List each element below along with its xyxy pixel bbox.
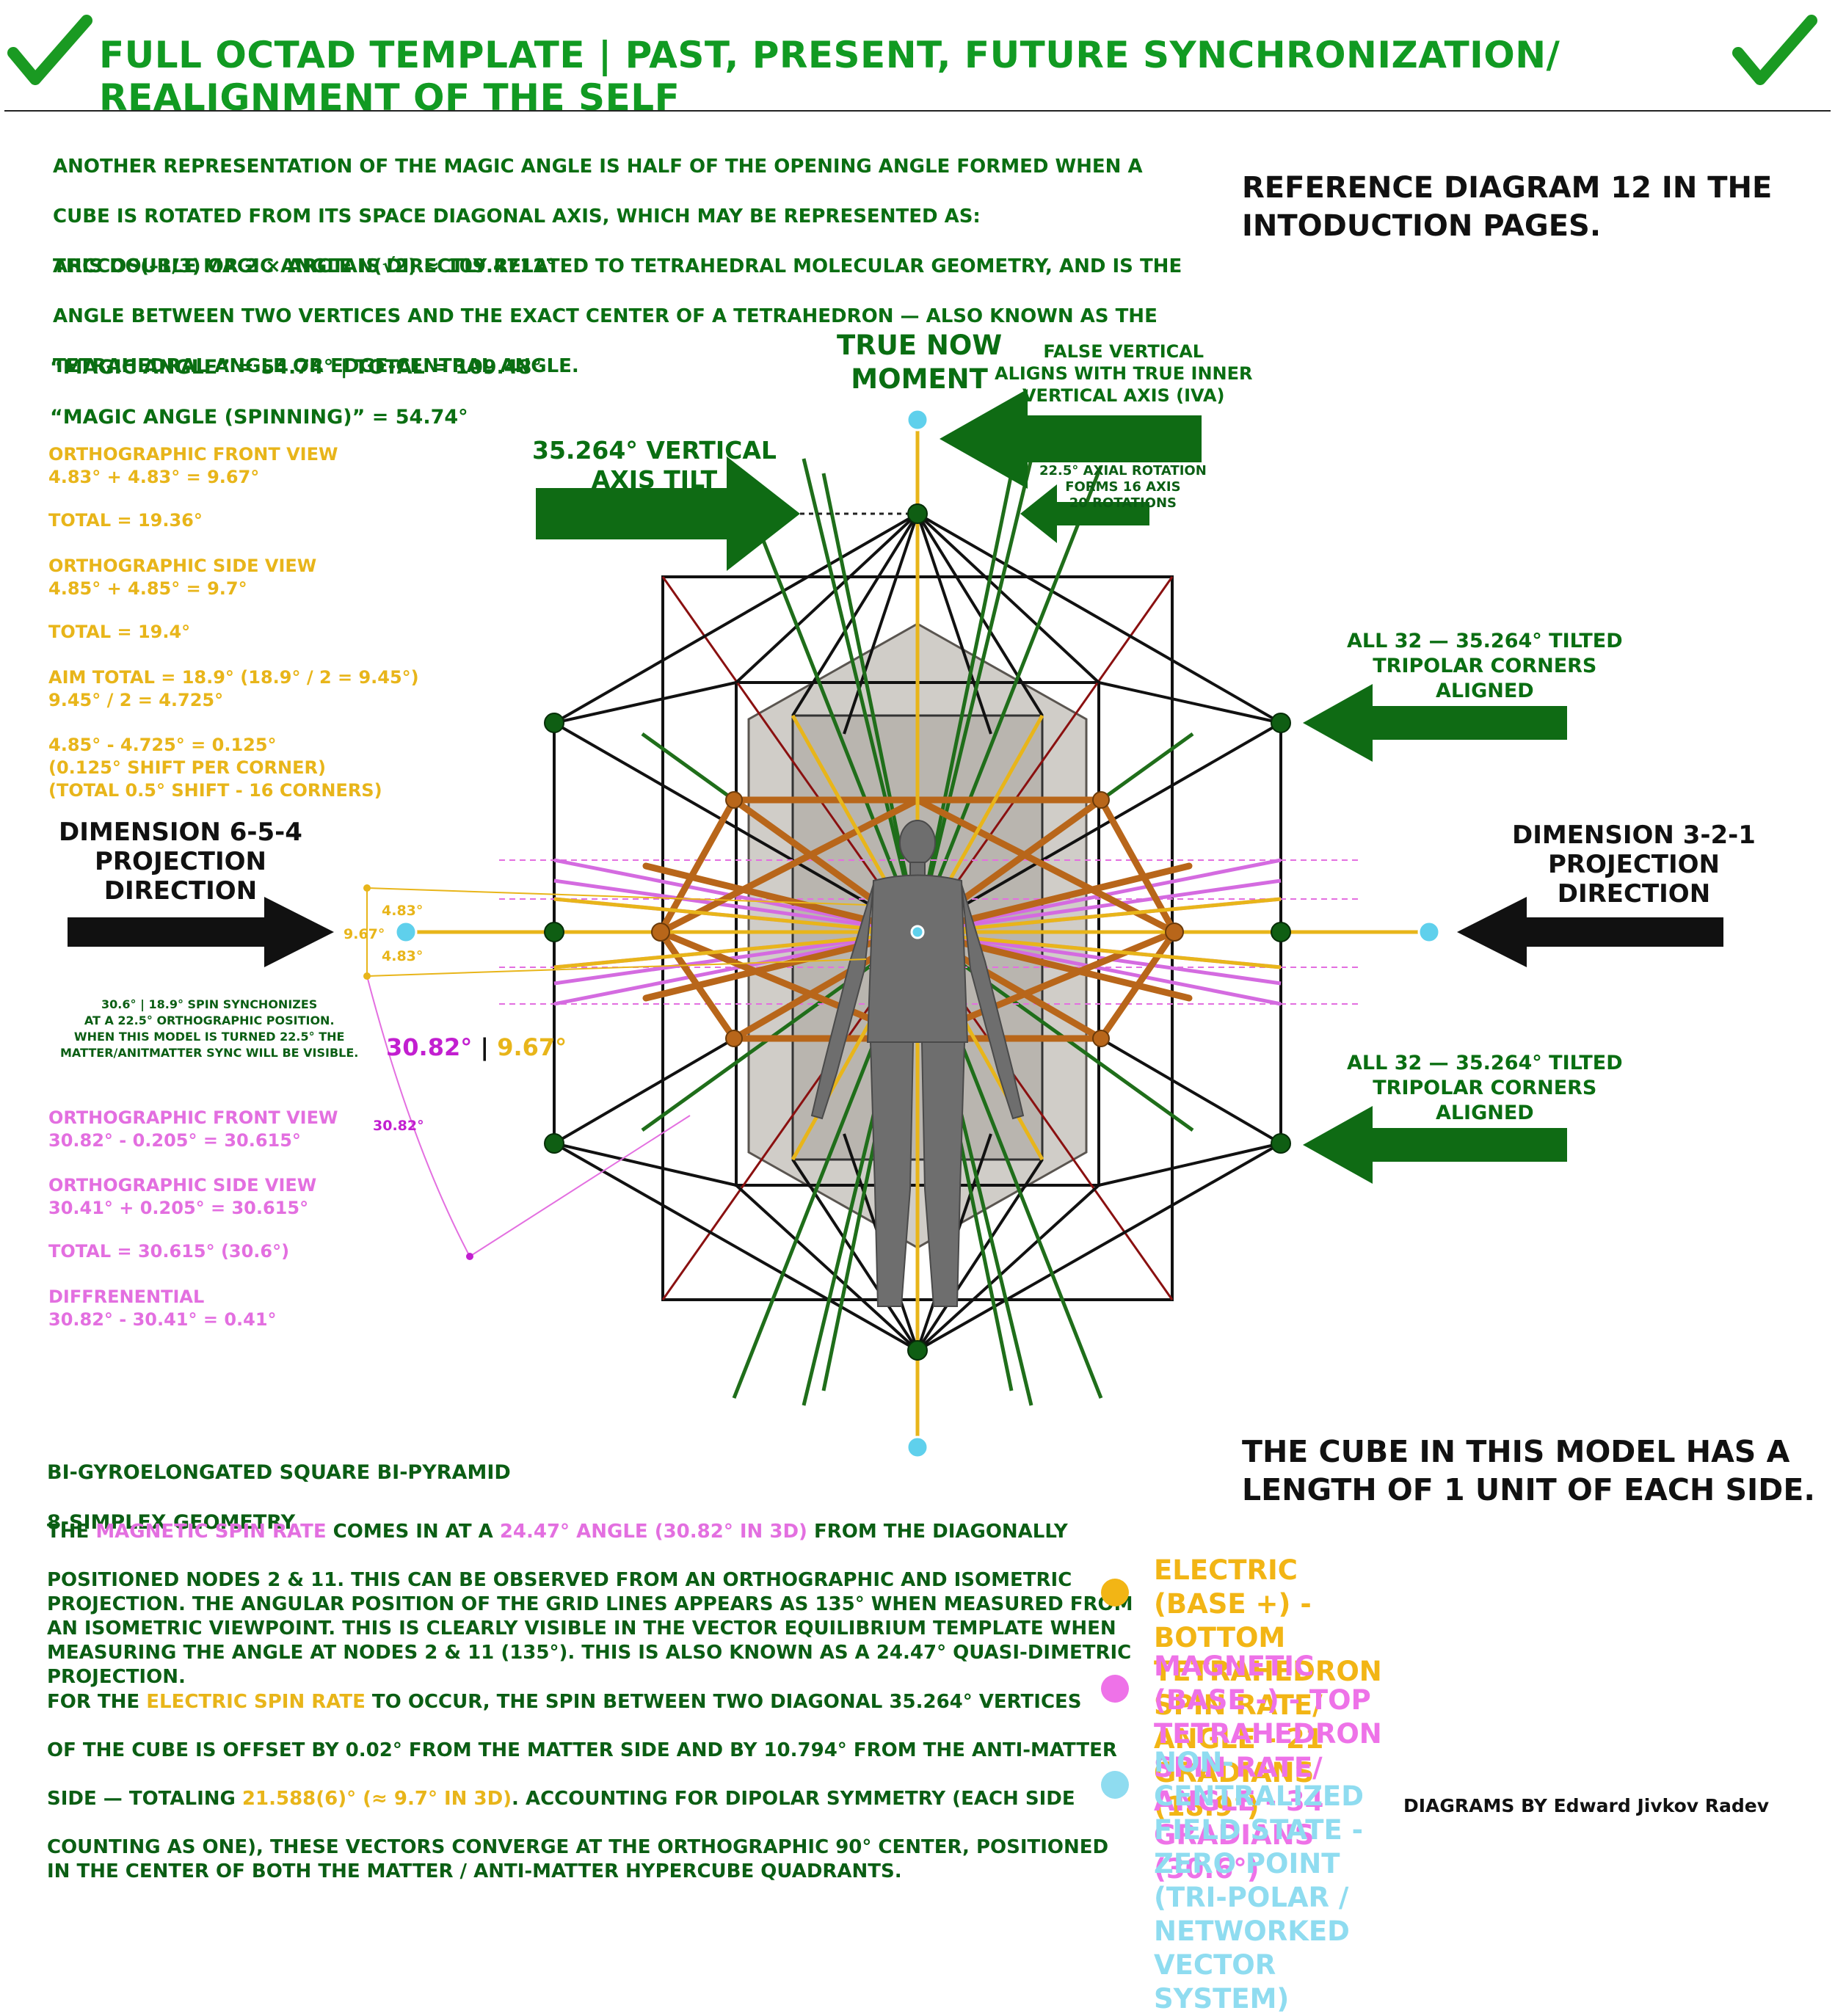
- title-divider: [4, 110, 1831, 112]
- yellow-note-front-view: ORTHOGRAPHIC FRONT VIEW 4.83° + 4.83° = …: [48, 444, 338, 487]
- yellow-note-total-2: TOTAL = 19.4°: [48, 622, 191, 642]
- yellow-note-shift: 4.85° - 4.725° = 0.125° (0.125° SHIFT PE…: [48, 735, 382, 801]
- label-true-now: TRUE NOW MOMENT: [837, 330, 1003, 395]
- label-axial-rotation: 22.5° AXIAL ROTATION FORMS 16 AXIS 20 RO…: [1039, 463, 1207, 511]
- checkmark-left-icon: [7, 15, 92, 85]
- bottom-paragraph-2: FOR THE ELECTRIC SPIN RATE TO OCCUR, THE…: [47, 1691, 1117, 1882]
- bottom-heading: BI-GYROELONGATED SQUARE BI-PYRAMID 8-SIM…: [47, 1461, 511, 1534]
- left-angle-construction: [363, 884, 867, 1260]
- label-tripolar-top: ALL 32 — 35.264° TILTED TRIPOLAR CORNERS…: [1347, 630, 1623, 702]
- angle-label-483-bottom: 4.83°: [382, 948, 424, 964]
- pink-note-differential: DIFFRENENTIAL 30.82° - 30.41° = 0.41°: [48, 1287, 277, 1330]
- legend-dot-zero-point: [1101, 1771, 1129, 1799]
- arrow-axial-rotation: [1020, 484, 1149, 543]
- arrow-dimension-right: [1457, 897, 1723, 967]
- legend-dot-electric: [1101, 1579, 1129, 1606]
- reference-note: REFERENCE DIAGRAM 12 IN THE INTODUCTION …: [1242, 171, 1773, 243]
- label-dimension-left: DIMENSION 6-5-4 PROJECTION DIRECTION: [59, 818, 302, 906]
- label-tripolar-bottom: ALL 32 — 35.264° TILTED TRIPOLAR CORNERS…: [1347, 1052, 1623, 1124]
- label-dimension-right: DIMENSION 3-2-1 PROJECTION DIRECTION: [1512, 820, 1756, 909]
- arrow-true-now: [940, 389, 1202, 489]
- yellow-note-aim-total: AIM TOTAL = 18.9° (18.9° / 2 = 9.45°) 9.…: [48, 667, 419, 710]
- intro-paragraph-2: THIS DOUBLE MAGIC ANGLE IS DIRECTLY RELA…: [53, 255, 1182, 377]
- angle-label-967: 9.67°: [344, 926, 385, 942]
- pink-note-front-view: ORTHOGRAPHIC FRONT VIEW 30.82° - 0.205° …: [48, 1107, 338, 1151]
- angle-label-483-top: 4.83°: [382, 903, 424, 919]
- human-figure: [810, 820, 1025, 1307]
- arrow-tripolar-bottom: [1303, 1106, 1567, 1184]
- orange-nodes: [651, 791, 1184, 1047]
- angle-summary: 30.82° | 9.67°: [386, 1033, 567, 1061]
- green-nodes: [544, 503, 1291, 1361]
- arrow-dimension-left: [68, 897, 334, 967]
- arrow-vertical-tilt: [536, 456, 800, 571]
- bottom-paragraph-1: THE MAGNETIC SPIN RATE COMES IN AT A 24.…: [47, 1521, 1133, 1688]
- cube-note: THE CUBE IN THIS MODEL HAS A LENGTH OF 1…: [1242, 1434, 1815, 1507]
- magic-angle-notes: “MAGIC ANGLE” = 54.74° | TOTAL = 109.48°…: [50, 356, 542, 429]
- checkmark-right-icon: [1732, 15, 1817, 85]
- arrow-tripolar-top: [1303, 684, 1567, 762]
- yellow-note-side-view: ORTHOGRAPHIC SIDE VIEW 4.85° + 4.85° = 9…: [48, 556, 317, 599]
- yellow-note-total-1: TOTAL = 19.36°: [48, 510, 203, 531]
- angle-label-3082: 30.82°: [373, 1118, 424, 1134]
- intro-paragraph-1: ANOTHER REPRESENTATION OF THE MAGIC ANGL…: [53, 156, 1143, 277]
- legend-dot-magnetic: [1101, 1675, 1129, 1703]
- title-bar: [7, 15, 1817, 85]
- pink-note-side-view: ORTHOGRAPHIC SIDE VIEW 30.41° + 0.205° =…: [48, 1175, 317, 1218]
- cyan-nodes: [394, 408, 1441, 1459]
- page-title: FULL OCTAD TEMPLATE | PAST, PRESENT, FUT…: [99, 34, 1560, 119]
- octad-diagram: [68, 389, 1723, 1459]
- pink-note-total: TOTAL = 30.615° (30.6°): [48, 1241, 290, 1262]
- label-false-vertical: FALSE VERTICAL ALIGNS WITH TRUE INNER VE…: [995, 341, 1253, 406]
- label-vertical-tilt: 35.264° VERTICAL AXIS TILT: [532, 436, 777, 494]
- label-spin-sync: 30.6° | 18.9° SPIN SYNCHONIZES AT A 22.5…: [60, 997, 359, 1060]
- credit-line: DIAGRAMS BY Edward Jivkov Radev: [1403, 1795, 1770, 1816]
